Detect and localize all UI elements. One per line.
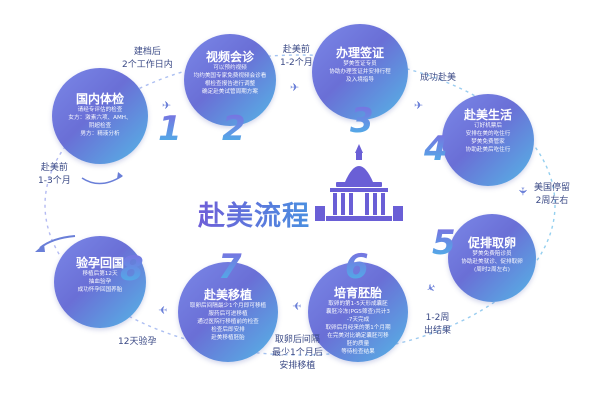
transition-label-5: 1-2周 出结果 — [424, 313, 452, 336]
transition-label-3: 成功赴美 — [420, 73, 457, 83]
step-1-title: 国内体检 — [75, 92, 124, 106]
step-7-line: 赴美移植胚胎 — [211, 335, 245, 341]
airplane-icon: ✈ — [414, 99, 424, 112]
transition-label-2: 赴美前 1-2个月 — [280, 45, 313, 68]
step-8-title: 验孕回国 — [75, 256, 124, 270]
step-3-line: 及入境指导 — [346, 77, 374, 83]
airplane-icon: ✈ — [158, 303, 168, 316]
step-1-circle: 国内体检 请经专评估的检查 女方：激素六项、AMH、 阴超检查 男方：精液分析 — [52, 68, 148, 164]
step-6-line: 囊胚冷冻(PGS筛查)共计3 — [326, 309, 390, 315]
step-6-line: 等待检查结果 — [341, 349, 375, 355]
step-3-number: 3 — [350, 101, 374, 141]
step-2-line: 可以预约视频 — [213, 65, 247, 71]
step-6-circle: 培育胚胎 取卵的第1-5天形成囊胚 囊胚冷冻(PGS筛查)共计3 -7天完成 取… — [308, 262, 408, 362]
step-5-line: (周时2周左右) — [474, 267, 510, 273]
step-7-line: 检查后即安排 — [211, 327, 245, 333]
step-4-number: 4 — [424, 129, 448, 169]
step-6-number: 6 — [345, 247, 369, 287]
step-3-line: 梦美签证专员 — [343, 61, 377, 67]
step-7-number: 7 — [218, 247, 242, 287]
step-6-line: 取卵的第1-5天形成囊胚 — [328, 301, 388, 307]
step-1-line: 请经专评估的检查 — [77, 107, 123, 113]
step-5-title: 促排取卵 — [467, 236, 516, 250]
step-8-number: 8 — [120, 249, 144, 289]
arrow-head-start — [117, 172, 123, 179]
step-7-title: 赴美移植 — [203, 288, 252, 302]
step-4-line: 梦美免费管家 — [471, 139, 505, 145]
step-1-line: 女方：激素六项、AMH、 — [68, 115, 132, 121]
step-5-line: 梦美免费陪诊员 — [472, 251, 512, 257]
airplane-icon: ✈ — [292, 299, 302, 312]
step-7-line: 服药后可进移植 — [208, 311, 248, 317]
step-2-circle: 视频会诊 可以预约视频 均约美国专家免费视频会诊看 根检查报告进行调整 确定赴美… — [184, 34, 276, 126]
transition-label-6: 取卵后间隔 最少1个月后 安排移植 — [272, 335, 323, 371]
step-6-line: 取卵后月经来的第1个月期 — [325, 325, 391, 331]
step-2-line: 确定赴美试管周期方案 — [202, 89, 258, 95]
step-2-line: 均约美国专家免费视频会诊看 — [193, 73, 267, 79]
step-7-line: 通过医院行移植前的检查 — [197, 319, 259, 325]
transition-label-0: 赴美前 1-3个月 — [38, 163, 71, 186]
step-7-line: 取卵后间隔最少1个月即可移植 — [189, 303, 267, 309]
step-2-number: 2 — [222, 109, 246, 149]
step-2-title: 视频会诊 — [205, 50, 254, 64]
step-4-circle: 赴美生活 订好机票后 安排在美的吃住行 梦美免费管家 协助赴美后吃住行 — [442, 94, 534, 186]
step-8-line: 移植后第12天 — [82, 271, 118, 277]
step-4-title: 赴美生活 — [463, 108, 512, 122]
step-5-line: 协助赴美就诊、促排取卵 — [461, 259, 523, 265]
step-8-circle: 验孕回国 移植后第12天 抽血验孕 成功怀孕回国养胎 — [54, 236, 146, 328]
airplane-icon: ✈ — [516, 186, 530, 197]
airplane-icon: ✈ — [290, 81, 300, 94]
step-8-line: 抽血验孕 — [88, 279, 112, 285]
step-5-number: 5 — [432, 223, 456, 263]
curve-arrow-start — [81, 175, 123, 185]
step-4-line: 订好机票后 — [474, 123, 502, 129]
step-6-line: 胚的质量 — [346, 341, 370, 347]
arrow-head-end — [35, 244, 45, 252]
step-1-line: 男方：精液分析 — [80, 131, 120, 137]
diagram-title: 赴美流程 — [198, 194, 310, 233]
dashed-route — [44, 54, 556, 356]
step-3-circle: 办理签证 梦美签证专员 协助办理签证并安排行程 及入境指导 — [312, 24, 408, 120]
step-3-title: 办理签证 — [335, 46, 384, 60]
step-1-line: 阴超检查 — [88, 123, 112, 129]
step-6-line: -7天完成 — [346, 317, 370, 323]
step-7-circle: 赴美移植 取卵后间隔最少1个月即可移植 服药后可进移植 通过医院行移植前的检查 … — [178, 262, 278, 362]
step-2-line: 根检查报告进行调整 — [204, 81, 256, 87]
transition-label-4: 美国停留 2周左右 — [534, 183, 571, 206]
step-4-line: 安排在美的吃住行 — [465, 131, 511, 137]
step-1-number: 1 — [158, 109, 182, 149]
capitol-building-icon — [315, 144, 403, 221]
step-6-line: 在完美对比确定囊胚可移 — [327, 333, 389, 339]
step-3-line: 协助办理签证并安排行程 — [329, 69, 391, 75]
step-4-line: 协助赴美后吃住行 — [465, 147, 511, 153]
airplane-icon: ✈ — [162, 99, 172, 112]
transition-label-7: 12天验孕 — [118, 337, 157, 347]
step-5-circle: 促排取卵 梦美免费陪诊员 协助赴美就诊、促排取卵 (周时2周左右) — [448, 214, 536, 302]
step-6-title: 培育胚胎 — [333, 286, 382, 300]
transition-label-1: 建档后 2个工作日内 — [122, 47, 173, 70]
step-8-line: 成功怀孕回国养胎 — [77, 287, 123, 293]
